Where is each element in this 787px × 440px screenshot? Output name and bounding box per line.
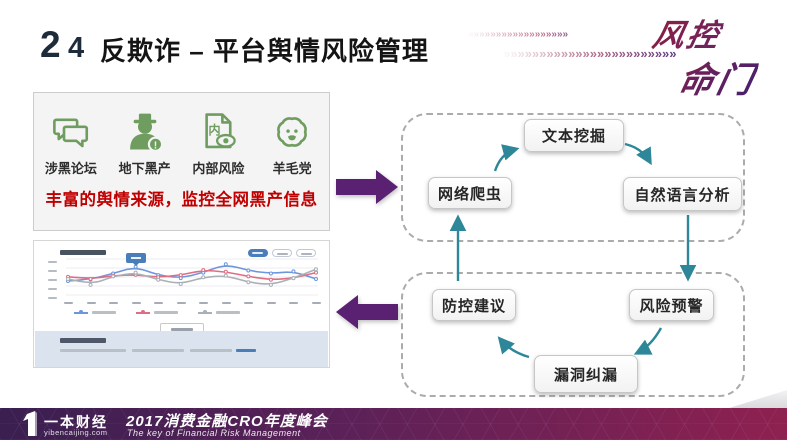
x-axis-ticks	[62, 302, 322, 305]
slide-number-secondary: 4	[68, 32, 85, 64]
dashboard-button	[296, 249, 316, 257]
chat-bubbles-icon	[34, 111, 108, 153]
yiben-logo-icon	[23, 411, 37, 436]
flow-node-leak-fixing: 漏洞纠漏	[534, 355, 638, 393]
brand-mark-line1: 风控	[649, 10, 727, 55]
source-item-internal-risk: 内 内部风险	[182, 111, 256, 177]
flow-node-nlp-analysis: 自然语言分析	[623, 177, 742, 211]
source-item-forums: 涉黑论坛	[34, 111, 108, 177]
footer-brand: 一本财经	[44, 414, 108, 430]
flow-node-text-mining: 文本挖掘	[524, 119, 624, 152]
chart-legend	[74, 310, 240, 314]
slide-number-primary: 2	[40, 24, 61, 65]
dashboard-title-placeholder	[60, 250, 106, 255]
legend-item	[198, 310, 240, 314]
dashboard-button-active	[248, 249, 268, 257]
flow-node-risk-warning: 风险预警	[629, 289, 714, 321]
source-item-wool-party: 羊毛党	[255, 111, 329, 177]
info-band-title-placeholder	[60, 338, 106, 343]
source-icons-row: 涉黑论坛 ! 地下黑产	[34, 111, 329, 177]
info-text-placeholder	[60, 349, 126, 352]
alert-badge: !	[153, 140, 157, 152]
mini-line-chart	[66, 258, 318, 296]
spy-icon: !	[108, 111, 182, 153]
sources-caption: 丰富的舆情来源，监控全网黑产信息	[45, 191, 318, 209]
opinion-sources-panel: 涉黑论坛 ! 地下黑产	[33, 92, 330, 231]
legend-item	[74, 310, 116, 314]
source-label: 羊毛党	[272, 161, 312, 176]
flow-node-web-crawler: 网络爬虫	[428, 177, 512, 209]
chevron-decoration-top: »»»»»»»»»»»»»»»»»»	[468, 29, 569, 40]
arrow-left-to-dashboard	[336, 295, 398, 329]
info-link-placeholder	[236, 349, 256, 352]
arrow-right-to-diagram	[336, 170, 398, 204]
source-label: 地下黑产	[118, 161, 171, 176]
chevron-decoration-bottom: »»»»»»»»»»»»»»»»»»»»»»»»	[503, 46, 677, 61]
doc-glyph: 内	[209, 123, 221, 138]
flow-group-response	[401, 272, 745, 397]
brand-mark: 风控 命门	[628, 6, 783, 110]
sheep-icon	[255, 111, 329, 153]
footer-bar: 一本财经 yibencaijing.com 2017消费金融CRO年度峰会 Th…	[0, 408, 787, 440]
document-eye-icon: 内	[182, 111, 256, 153]
flow-node-prevention-advice: 防控建议	[432, 289, 516, 321]
flow-group-analysis	[401, 113, 745, 242]
source-item-black-market: ! 地下黑产	[108, 111, 182, 177]
footer-event-title: 2017消费金融CRO年度峰会	[126, 413, 328, 430]
footer-event-subtitle: The key of Financial Risk Management	[127, 428, 301, 438]
page-title: 反欺诈 – 平台舆情风险管理	[100, 36, 429, 66]
info-text-placeholder	[190, 349, 232, 352]
source-label: 内部风险	[192, 161, 245, 176]
footer-website: yibencaijing.com	[44, 428, 108, 437]
legend-item	[136, 310, 178, 314]
chart-tooltip	[125, 252, 146, 266]
monitoring-dashboard-screenshot	[33, 240, 330, 368]
corner-decoration	[729, 390, 787, 408]
brand-mark-line2: 命门	[675, 52, 762, 103]
info-text-placeholder	[132, 349, 184, 352]
source-label: 涉黑论坛	[44, 161, 97, 176]
dashboard-button	[272, 249, 292, 257]
